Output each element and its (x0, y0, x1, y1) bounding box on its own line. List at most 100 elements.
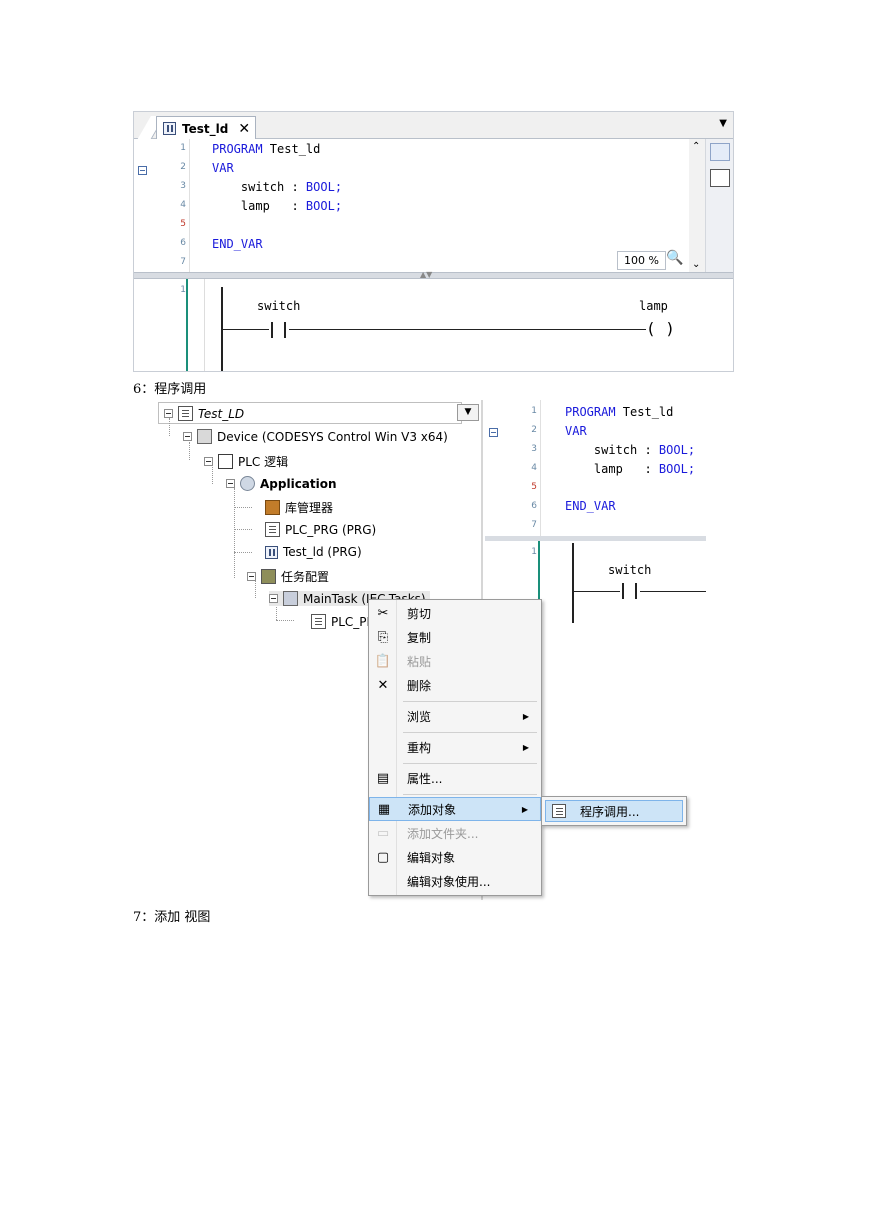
tree-item-test-ld[interactable]: Test_ld (PRG) (265, 545, 362, 559)
paste-icon: 📋 (374, 653, 392, 669)
keyword: END_VAR (565, 499, 616, 513)
tree-collapse-icon[interactable] (164, 409, 173, 418)
menu-item-browse[interactable]: 浏览 ▶ (369, 704, 541, 728)
project-icon (178, 406, 193, 421)
delete-icon: ✕ (377, 677, 389, 693)
network-number: 1 (531, 547, 537, 557)
tree-item-plc-prg[interactable]: PLC_PRG (PRG) (265, 522, 376, 537)
tree-item-label: Test_LD (198, 406, 245, 421)
declaration-editor[interactable]: 1 2 3 4 5 6 7 PROGRAM Test_ld VAR switch… (134, 139, 733, 272)
editor-tabbar: Test_ld ✕ ▼ (134, 112, 733, 140)
gutter-divider (189, 139, 190, 272)
task-configuration-icon (261, 569, 276, 584)
menu-item-label: 编辑对象使用... (407, 874, 491, 889)
tree-item-label: PLC 逻辑 (238, 455, 289, 469)
tab-dropdown-icon[interactable]: ▼ (719, 118, 727, 129)
line-number: 5 (180, 219, 186, 229)
tab-close-icon[interactable]: ✕ (238, 120, 251, 137)
menu-item-refactor[interactable]: 重构 ▶ (369, 735, 541, 759)
declaration-editor-2[interactable]: 1 2 3 4 5 6 7 PROGRAM Test_ld VAR switch… (485, 400, 706, 536)
contact-label: switch (257, 299, 301, 313)
line-number: 4 (531, 463, 537, 473)
menu-item-edit-object-with[interactable]: 编辑对象使用... (369, 869, 541, 893)
tree-item-project[interactable]: Test_LD (164, 406, 244, 421)
tree-item-label: Test_ld (PRG) (283, 545, 362, 559)
keyword: PROGRAM (565, 405, 616, 419)
ladder-pou-icon (163, 122, 176, 135)
menu-separator (403, 701, 537, 702)
tree-collapse-icon[interactable] (247, 572, 256, 581)
tab-title: Test_ld (182, 121, 229, 136)
submenu-item-program-call[interactable]: 程序调用... (545, 800, 683, 822)
network-marker (538, 541, 540, 636)
menu-item-label: 剪切 (407, 606, 432, 621)
editor-splitter[interactable]: ▲▼ (134, 270, 733, 279)
zoom-magnifier-icon[interactable]: 🔍 (666, 250, 684, 266)
tab-test-ld[interactable]: Test_ld ✕ (156, 116, 256, 140)
textual-view-icon[interactable] (710, 143, 730, 161)
menu-item-add-object[interactable]: ▦ 添加对象 ▶ (369, 797, 541, 821)
menu-item-label: 添加对象 (408, 802, 457, 817)
menu-item-properties[interactable]: ▤ 属性... (369, 766, 541, 790)
coil-label: lamp (639, 299, 668, 313)
keyword: END_VAR (212, 237, 263, 251)
menu-item-label: 添加文件夹... (407, 826, 479, 841)
vertical-scrollbar[interactable]: ⌃ ⌄ (689, 139, 705, 272)
tree-dropdown-icon[interactable]: ▼ (457, 404, 479, 421)
plc-logic-icon (218, 454, 233, 469)
tree-collapse-icon[interactable] (204, 457, 213, 466)
type-keyword: BOOL; (658, 443, 696, 457)
identifier: lamp : (565, 462, 659, 476)
fold-toggle-icon[interactable] (489, 428, 498, 437)
code-line-4: lamp : BOOL; (565, 462, 695, 476)
menu-item-cut[interactable]: ✂ 剪切 (369, 601, 541, 625)
fold-toggle-icon[interactable] (138, 166, 147, 175)
network-marker (186, 279, 188, 371)
menu-item-label: 粘贴 (407, 654, 432, 669)
coil-symbol[interactable]: ( ) (646, 319, 675, 338)
menu-item-copy[interactable]: ⎘ 复制 (369, 625, 541, 649)
menu-separator (403, 763, 537, 764)
tree-collapse-icon[interactable] (183, 432, 192, 441)
menu-item-paste[interactable]: 📋 粘贴 (369, 649, 541, 673)
line-number: 3 (180, 181, 186, 191)
tree-item-plc-logic[interactable]: PLC 逻辑 (204, 453, 288, 470)
submenu-arrow-icon: ▶ (521, 804, 528, 814)
tree-collapse-icon[interactable] (269, 594, 278, 603)
keyword: VAR (565, 424, 587, 438)
code-line-4: lamp : BOOL; (212, 199, 342, 213)
scroll-up-icon[interactable]: ⌃ (692, 141, 701, 152)
menu-item-delete[interactable]: ✕ 删除 (369, 673, 541, 697)
zoom-level[interactable]: 100 % (617, 251, 666, 270)
caption-6: 6：程序调用 (133, 382, 207, 397)
contact-symbol[interactable] (620, 583, 640, 599)
contact-label: switch (608, 563, 652, 577)
submenu-item-label: 程序调用... (580, 804, 640, 819)
context-menu-icon-gutter (369, 600, 397, 895)
menu-separator (403, 732, 537, 733)
line-number: 4 (180, 200, 186, 210)
tree-item-device[interactable]: Device (CODESYS Control Win V3 x64) (183, 429, 448, 444)
editor-screenshot: Test_ld ✕ ▼ 1 2 3 4 5 6 7 PROGRAM Test_l… (133, 111, 734, 372)
identifier: lamp : (212, 199, 306, 213)
splitter-arrows-icon[interactable]: ▲▼ (420, 270, 433, 279)
menu-item-add-folder[interactable]: ▭ 添加文件夹... (369, 821, 541, 845)
tree-item-task-config[interactable]: 任务配置 (247, 568, 329, 585)
copy-icon: ⎘ (377, 629, 389, 645)
tabular-view-icon[interactable] (710, 169, 730, 187)
submenu-arrow-icon: ▶ (522, 711, 529, 721)
menu-item-edit-object[interactable]: ▢ 编辑对象 (369, 845, 541, 869)
ladder-editor[interactable]: 1 switch lamp ( ) (134, 279, 733, 371)
program-call-icon (552, 804, 566, 818)
type-keyword: BOOL; (305, 199, 343, 213)
tree-item-label: 库管理器 (285, 501, 334, 515)
contact-symbol[interactable] (269, 322, 289, 338)
menu-separator (403, 794, 537, 795)
tree-item-application[interactable]: Application (226, 476, 337, 491)
scroll-down-icon[interactable]: ⌄ (692, 259, 701, 270)
type-keyword: BOOL; (305, 180, 343, 194)
code-line-1: PROGRAM Test_ld (212, 142, 320, 156)
tree-item-library-manager[interactable]: 库管理器 (265, 499, 333, 516)
tree-collapse-icon[interactable] (226, 479, 235, 488)
editor-side-toolbar (705, 139, 733, 272)
